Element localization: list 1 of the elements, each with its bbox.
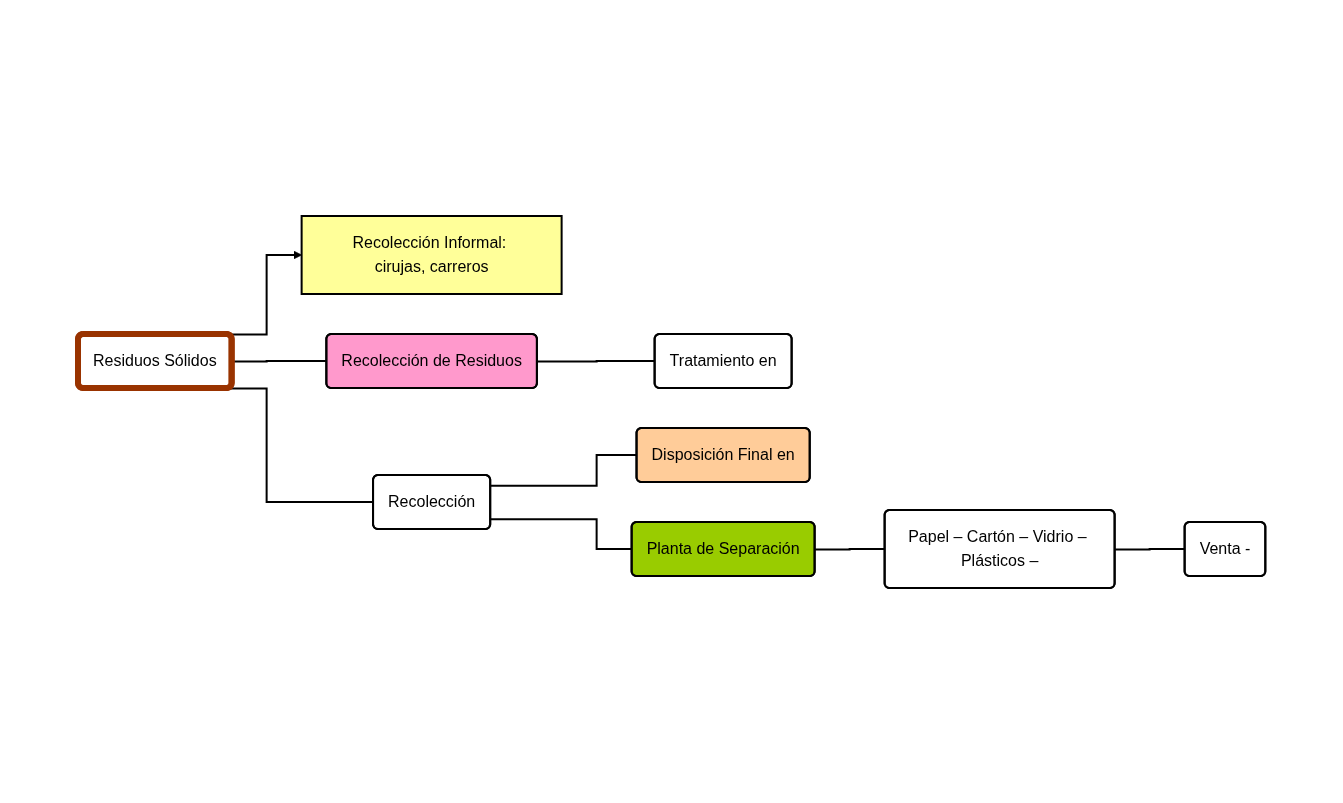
node-box: Recolección Informal: cirujas, carreros (300, 214, 563, 295)
